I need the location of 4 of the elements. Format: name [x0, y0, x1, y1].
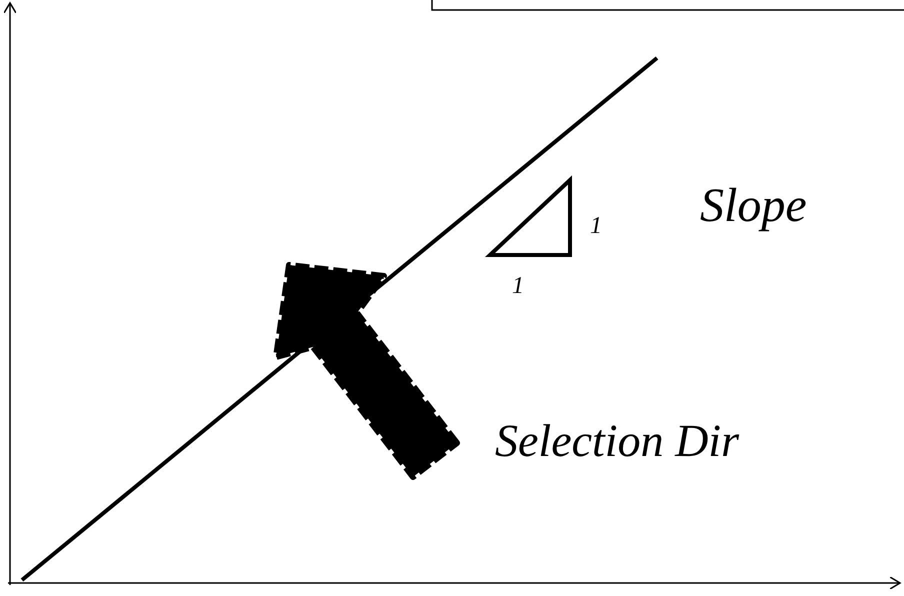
slope-rise-label: 1: [590, 214, 602, 238]
slope-label: Slope: [700, 182, 807, 230]
slope-run-label: 1: [512, 274, 524, 298]
selection-direction-label: Selection Dir: [495, 418, 739, 464]
